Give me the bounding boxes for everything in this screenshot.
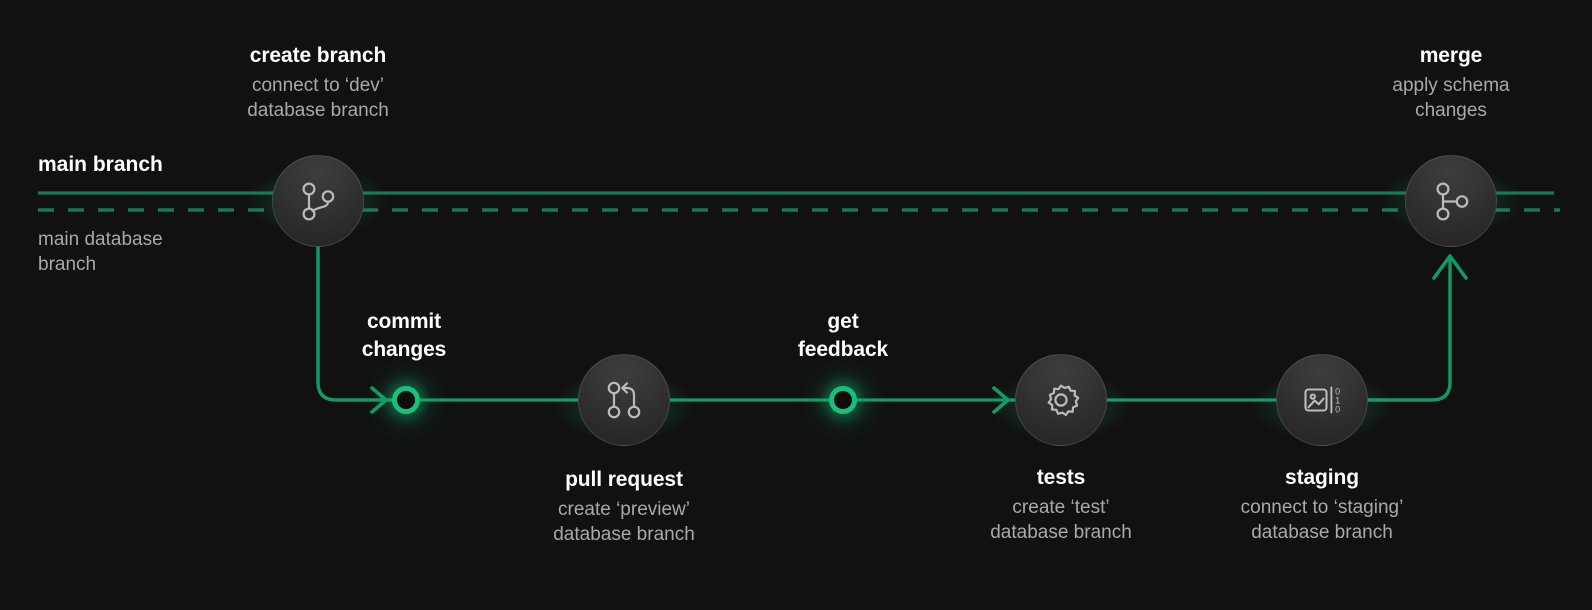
create-branch-subtitle-line1: connect to ‘dev’ bbox=[251, 74, 385, 96]
staging-subtitle-line2: database branch bbox=[1251, 522, 1393, 544]
node-get-feedback[interactable] bbox=[829, 386, 857, 414]
git-merge-icon bbox=[1428, 178, 1474, 224]
node-pull-request[interactable] bbox=[578, 354, 670, 446]
label-get-feedback: get feedback bbox=[693, 308, 993, 364]
arrowhead-into-merge bbox=[1432, 254, 1468, 280]
main-branch-label: main branch bbox=[38, 153, 163, 176]
git-pull-request-icon bbox=[601, 377, 647, 423]
node-merge[interactable] bbox=[1405, 155, 1497, 247]
staging-title: staging bbox=[1285, 466, 1359, 489]
commit-changes-title-line1: commit bbox=[366, 310, 442, 333]
merge-subtitle-line1: apply schema bbox=[1392, 74, 1510, 96]
pull-request-subtitle-line1: create ‘preview’ bbox=[558, 498, 690, 520]
pull-request-title: pull request bbox=[565, 468, 683, 491]
image-binary-icon: 0 1 0 bbox=[1299, 377, 1345, 423]
staging-subtitle: connect to ‘staging’ database branch bbox=[1122, 495, 1522, 546]
main-database-label-line2: branch bbox=[38, 254, 97, 276]
get-feedback-title: get feedback bbox=[693, 308, 993, 364]
label-pull-request: pull request create ‘preview’ database b… bbox=[424, 466, 824, 547]
merge-subtitle-line2: changes bbox=[1415, 100, 1487, 122]
wire-staging-to-merge bbox=[1362, 256, 1452, 402]
svg-text:0: 0 bbox=[1335, 387, 1340, 397]
label-merge: merge apply schema changes bbox=[1251, 42, 1592, 123]
arrowhead-into-tests bbox=[992, 386, 1010, 414]
merge-subtitle: apply schema changes bbox=[1251, 73, 1592, 124]
pull-request-subtitle: create ‘preview’ database branch bbox=[424, 497, 824, 548]
commit-changes-title-line2: changes bbox=[361, 337, 447, 361]
tests-subtitle: create ‘test’ database branch bbox=[861, 495, 1261, 546]
get-feedback-title-line1: get bbox=[827, 310, 859, 333]
git-branch-icon bbox=[295, 178, 341, 224]
create-branch-subtitle: connect to ‘dev’ database branch bbox=[118, 73, 518, 124]
tests-subtitle-line2: database branch bbox=[990, 522, 1132, 544]
pull-request-subtitle-line2: database branch bbox=[553, 524, 695, 546]
main-database-branch-label: main database branch bbox=[38, 227, 163, 277]
label-create-branch: create branch connect to ‘dev’ database … bbox=[118, 42, 518, 123]
get-feedback-title-line2: feedback bbox=[797, 337, 889, 361]
merge-title: merge bbox=[1419, 44, 1483, 67]
label-tests: tests create ‘test’ database branch bbox=[861, 464, 1261, 545]
svg-text:0: 0 bbox=[1335, 405, 1340, 415]
label-commit-changes: commit changes bbox=[254, 308, 554, 364]
create-branch-title: create branch bbox=[249, 44, 387, 67]
node-create-branch[interactable] bbox=[272, 155, 364, 247]
commit-changes-title: commit changes bbox=[254, 308, 554, 364]
svg-text:1: 1 bbox=[1335, 396, 1340, 406]
staging-subtitle-line1: connect to ‘staging’ bbox=[1240, 496, 1404, 518]
main-database-label-line1: main database bbox=[38, 229, 163, 250]
tests-subtitle-line1: create ‘test’ bbox=[1012, 496, 1110, 518]
arrowhead-into-commit bbox=[370, 386, 388, 414]
node-staging[interactable]: 0 1 0 bbox=[1276, 354, 1368, 446]
node-commit-changes[interactable] bbox=[392, 386, 420, 414]
node-tests[interactable] bbox=[1015, 354, 1107, 446]
create-branch-subtitle-line2: database branch bbox=[247, 100, 389, 122]
gear-icon bbox=[1038, 377, 1084, 423]
label-staging: staging connect to ‘staging’ database br… bbox=[1122, 464, 1522, 545]
tests-title: tests bbox=[1036, 466, 1086, 489]
